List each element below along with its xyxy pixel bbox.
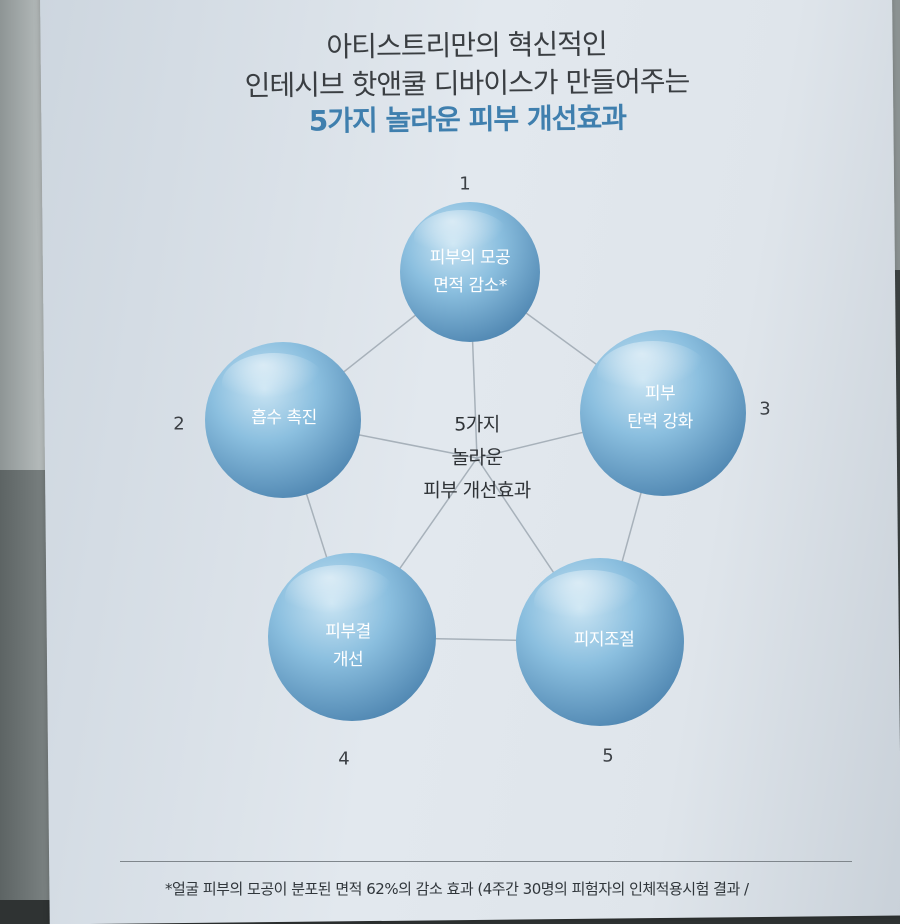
benefit-label-3-line-2: 탄력 강화 bbox=[627, 412, 693, 432]
benefit-label-2-line-1: 흡수 촉진 bbox=[251, 408, 317, 428]
center-title-line-3: 피부 개선효과 bbox=[423, 479, 531, 502]
pentagon-diagram bbox=[205, 202, 746, 726]
benefit-number-2: 2 bbox=[173, 413, 185, 435]
benefit-number-5: 5 bbox=[602, 745, 614, 767]
benefit-number-3: 3 bbox=[759, 398, 771, 420]
bubble-5 bbox=[516, 558, 684, 726]
benefit-label-1-line-2: 면적 감소* bbox=[433, 276, 507, 296]
benefit-label-1-line-1: 피부의 모공 bbox=[429, 248, 511, 268]
benefit-label-4-line-2: 개선 bbox=[332, 650, 364, 670]
benefit-label-4-line-1: 피부결 bbox=[325, 622, 371, 642]
benefit-label-3: 피부 탄력 강화 bbox=[627, 380, 693, 436]
benefit-number-1: 1 bbox=[459, 173, 471, 195]
bubble-4 bbox=[268, 553, 436, 721]
benefit-label-1: 피부의 모공 면적 감소* bbox=[430, 244, 511, 300]
benefit-label-2: 흡수 촉진 bbox=[251, 404, 317, 432]
benefit-label-3-line-1: 피부 bbox=[644, 384, 676, 404]
bubble-2 bbox=[205, 342, 361, 498]
bubble-1 bbox=[400, 202, 540, 342]
benefit-label-5: 피지조절 bbox=[574, 626, 635, 654]
footnote-divider bbox=[120, 861, 852, 862]
center-title-line-2: 놀라운 bbox=[451, 446, 503, 469]
bubble-3 bbox=[580, 330, 746, 496]
center-title: 5가지 놀라운 피부 개선효과 bbox=[423, 409, 531, 508]
benefit-number-4: 4 bbox=[338, 748, 350, 770]
footnote-text: *얼굴 피부의 모공이 분포된 면적 62%의 감소 효과 (4주간 30명의 … bbox=[165, 880, 749, 898]
benefit-label-5-line-1: 피지조절 bbox=[573, 630, 635, 650]
benefit-label-4: 피부결 개선 bbox=[325, 618, 371, 674]
center-title-line-1: 5가지 bbox=[454, 413, 500, 436]
